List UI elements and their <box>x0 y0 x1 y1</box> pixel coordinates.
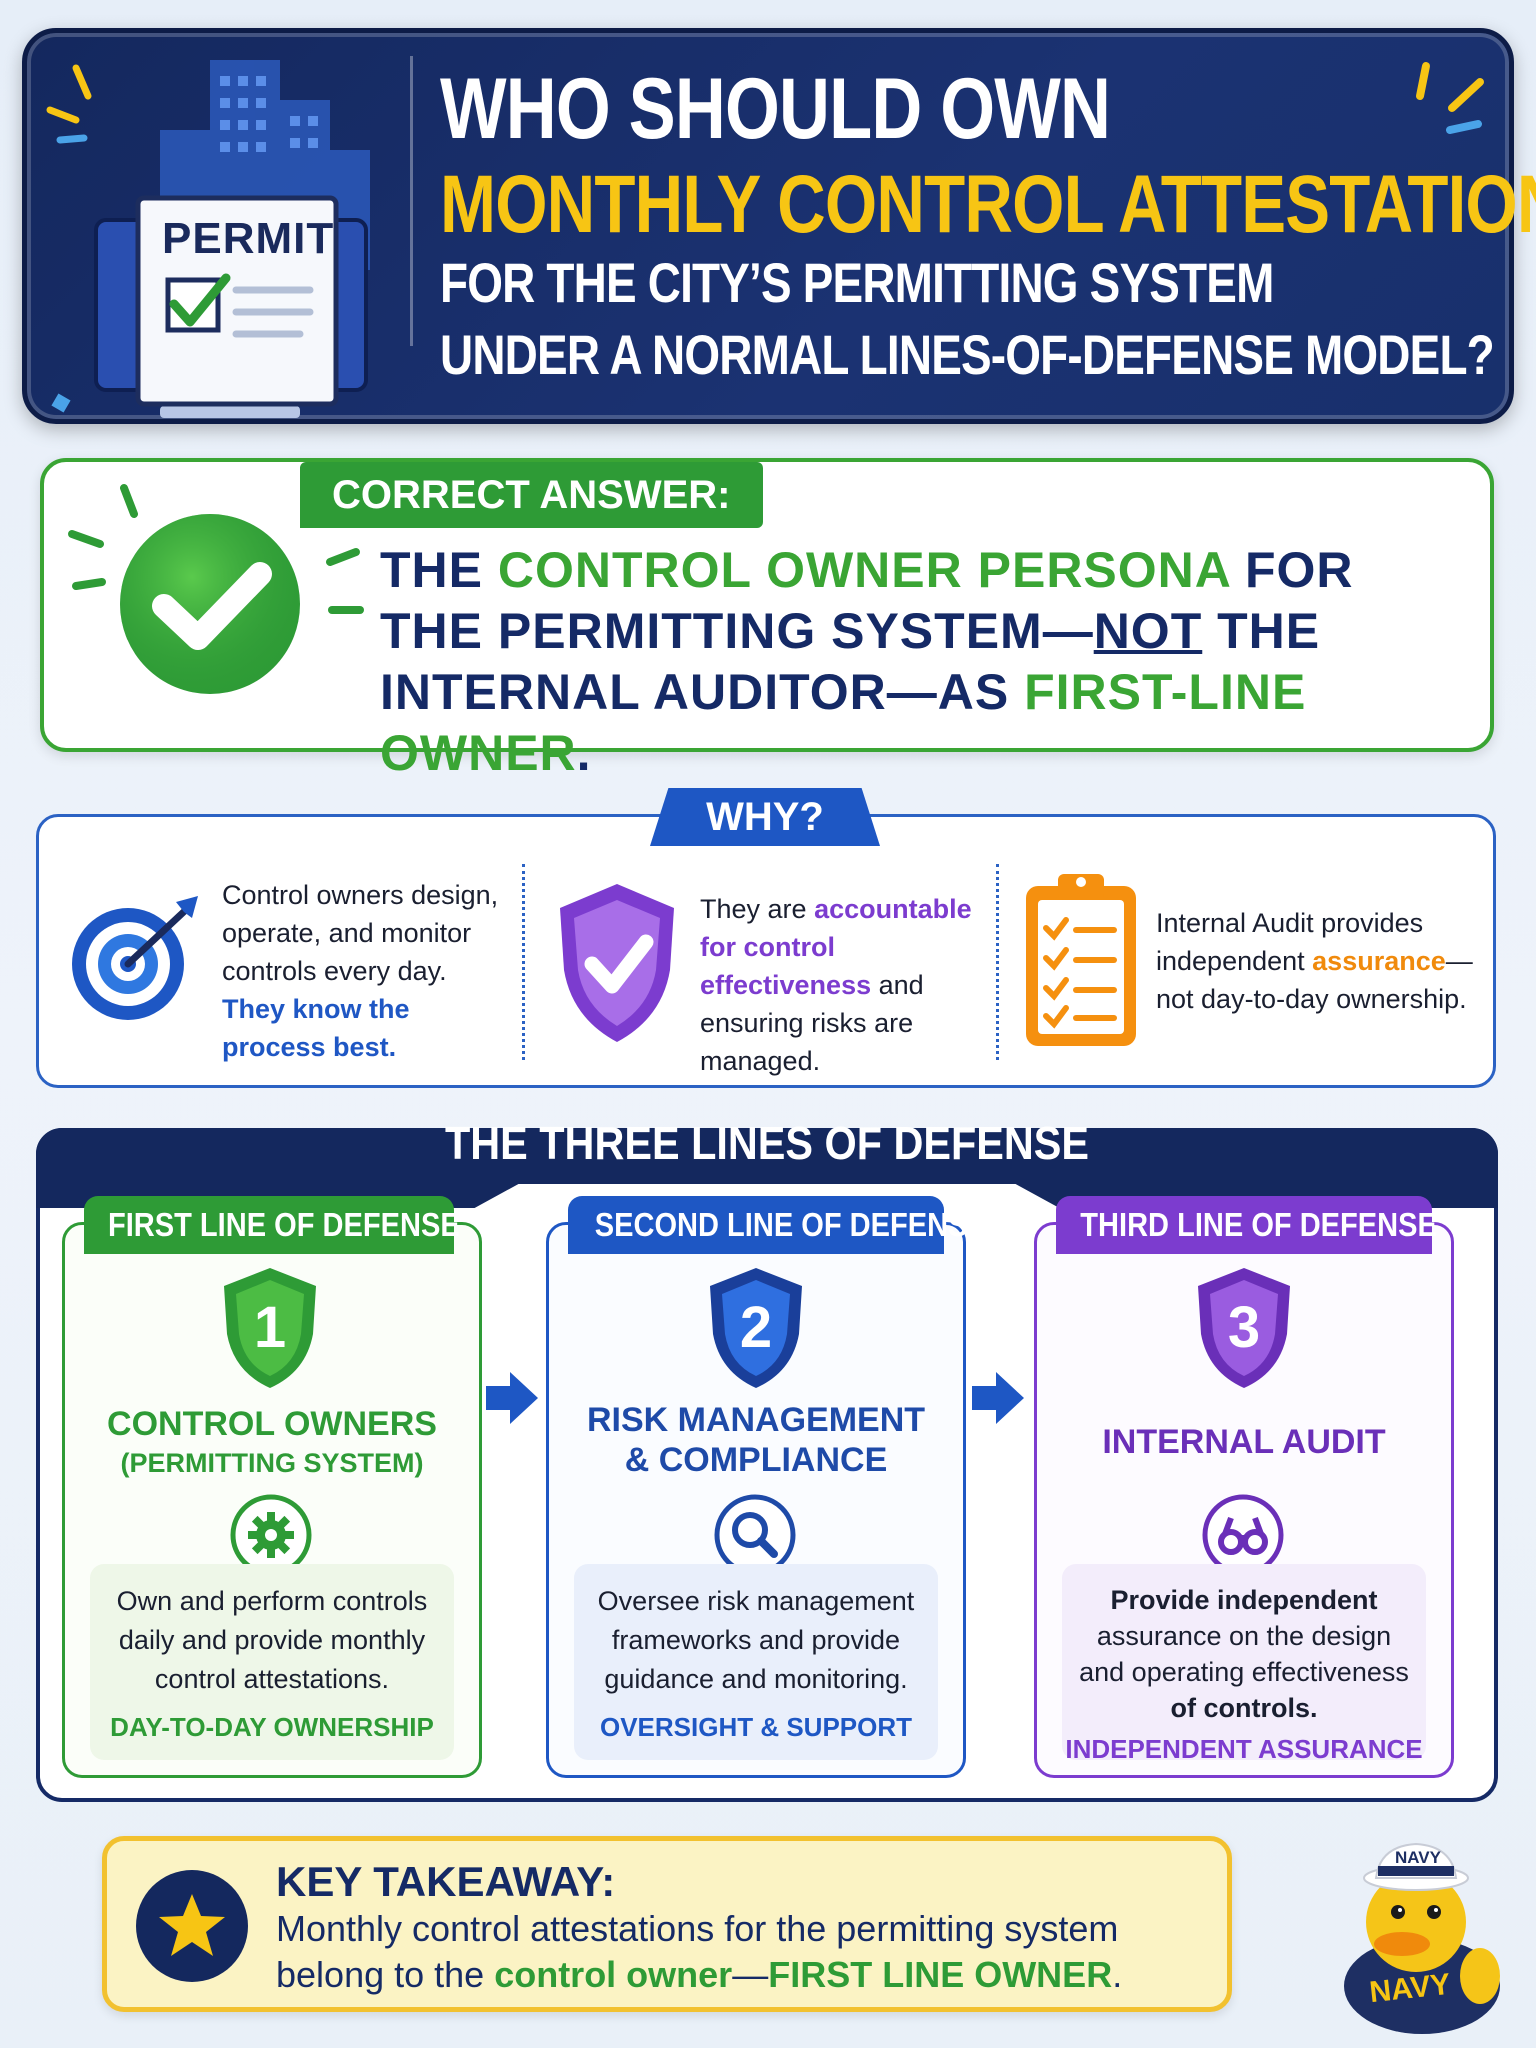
title-line-4: UNDER A NORMAL LINES-OF-DEFENSE MODEL? <box>440 323 1495 386</box>
takeaway-body: Monthly control attestations for the per… <box>276 1908 1123 1995</box>
takeaway-heading: KEY TAKEAWAY: <box>276 1858 616 1905</box>
line-number: 3 <box>1227 1295 1261 1360</box>
why-tab: WHY? <box>650 788 880 846</box>
column-footer: INDEPENDENT ASSURANCE <box>1065 1734 1423 1764</box>
column-footer: DAY-TO-DAY OWNERSHIP <box>110 1712 434 1742</box>
navy-duck-mascot <box>1344 1842 1500 2034</box>
clipboard-checklist-icon <box>1026 874 1136 1046</box>
title-line-2: MONTHLY CONTROL ATTESTATIONS <box>440 159 1536 250</box>
title-line-1: WHO SHOULD OWN <box>440 61 1111 157</box>
column-subheading: & COMPLIANCE <box>624 1441 888 1479</box>
shield-number-2-icon <box>710 1268 802 1388</box>
magnifier-icon <box>714 1494 796 1576</box>
description-panel <box>90 1564 454 1760</box>
header-divider <box>410 56 413 346</box>
description-panel <box>574 1564 938 1760</box>
column-heading: RISK MANAGEMENT <box>586 1401 926 1439</box>
permit-illustration <box>46 60 370 418</box>
line-number: 1 <box>253 1295 287 1360</box>
mascot-hat-label: NAVY <box>1395 1848 1441 1867</box>
target-icon <box>72 896 198 1020</box>
column-description: Provide independent assurance on the des… <box>1079 1585 1409 1723</box>
spark-icon <box>46 64 92 124</box>
column-footer: OVERSIGHT & SUPPORT <box>599 1712 913 1742</box>
key-takeaway-card <box>102 1836 1232 2012</box>
third-line-tab: THIRD LINE OF DEFENSE <box>1056 1196 1437 1254</box>
column-heading: CONTROL OWNERS <box>107 1405 437 1443</box>
description-panel <box>1062 1564 1426 1760</box>
why-reason-2: They are accountable for control effecti… <box>700 894 972 1076</box>
divider <box>996 864 999 1060</box>
three-lines-title: THE THREE LINES OF DEFENSE <box>444 1117 1090 1169</box>
second-line-tab: SECOND LINE OF DEFENSE <box>568 1196 987 1254</box>
star-icon <box>136 1870 248 1982</box>
arrow-right-icon <box>486 1372 538 1424</box>
checkmark-icon <box>68 484 364 694</box>
divider <box>522 864 525 1060</box>
permit-label: PERMIT <box>162 214 335 263</box>
column-heading: INTERNAL AUDIT <box>1102 1423 1386 1461</box>
first-line-tab: FIRST LINE OF DEFENSE <box>84 1196 460 1254</box>
column-description: Oversee risk management frameworks and p… <box>597 1586 915 1694</box>
correct-answer-text: THE CONTROL OWNER PERSONA FOR THE PERMIT… <box>380 542 1354 781</box>
title-line-3: FOR THE CITY’S PERMITTING SYSTEM <box>440 251 1274 314</box>
line-number: 2 <box>739 1295 773 1360</box>
column-subheading: (PERMITTING SYSTEM) <box>120 1448 424 1478</box>
why-reason-3: Internal Audit provides independent assu… <box>1156 908 1473 1014</box>
binoculars-icon <box>1202 1494 1284 1576</box>
shield-number-1-icon <box>224 1268 316 1388</box>
shield-check-icon <box>560 884 674 1042</box>
gear-icon <box>230 1494 312 1576</box>
arrow-right-icon <box>972 1372 1024 1424</box>
correct-answer-tab: CORRECT ANSWER: <box>300 462 763 528</box>
spark-icon <box>1416 62 1484 134</box>
why-reason-1: Control owners design, operate, and moni… <box>222 880 499 1062</box>
shield-number-3-icon <box>1198 1268 1290 1388</box>
column-description: Own and perform controls daily and provi… <box>116 1586 428 1694</box>
